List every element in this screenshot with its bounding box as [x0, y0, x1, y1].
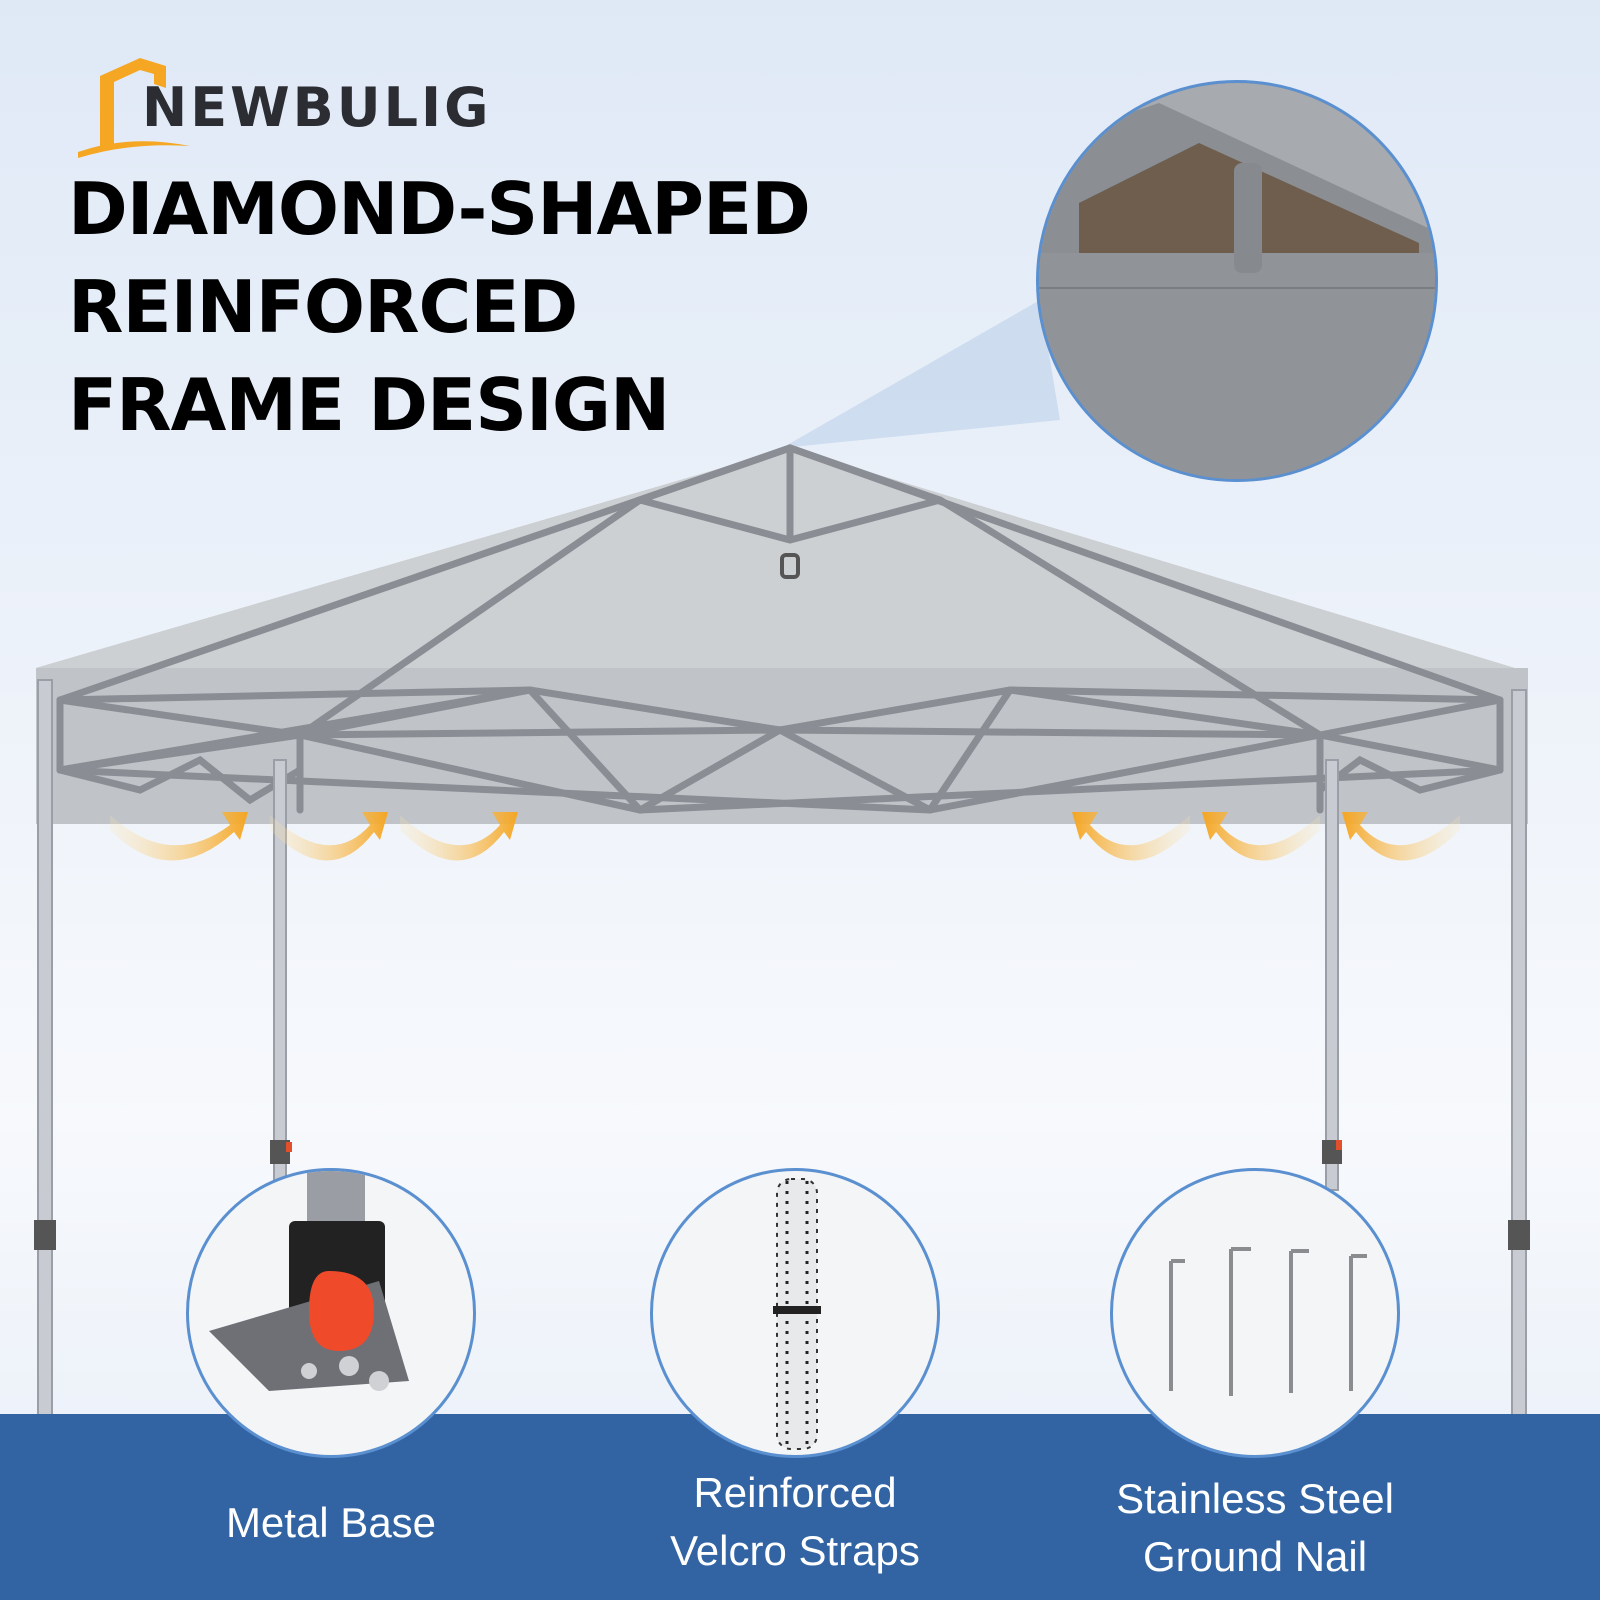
- velcro-straps-icon: [773, 1178, 821, 1450]
- headline-line-1: DIAMOND-SHAPED: [68, 167, 811, 251]
- metal-base-icon: [209, 1171, 409, 1391]
- headline-line-2: REINFORCED: [68, 265, 578, 349]
- house-logo-icon: [78, 58, 190, 158]
- canopy-zoom-circle: [1036, 80, 1438, 482]
- headline-line-3: FRAME DESIGN: [68, 363, 670, 447]
- feature-label-metal-base: Metal Base: [225, 1499, 437, 1546]
- feature-label-velcro-straps: Reinforced Velcro Straps: [670, 1469, 920, 1574]
- ground-nail-circle: [1110, 1168, 1400, 1458]
- truss-frame: [56, 444, 1504, 814]
- canopy-hook: [780, 553, 800, 579]
- ground-nail-icon: [1169, 1247, 1367, 1396]
- orange-arrows: [110, 812, 1460, 861]
- velcro-straps-circle: [650, 1168, 940, 1458]
- brand-name: NEWBULIG: [142, 76, 492, 139]
- callout-cone: [782, 300, 1060, 448]
- feature-label-ground-nail: Stainless Steel Ground Nail: [1116, 1475, 1394, 1580]
- canopy-detail-icon: [1039, 83, 1435, 479]
- metal-base-circle: [186, 1168, 476, 1458]
- brand-logo: NEWBULIG: [70, 48, 530, 158]
- headline: DIAMOND-SHAPED REINFORCED FRAME DESIGN: [68, 160, 811, 454]
